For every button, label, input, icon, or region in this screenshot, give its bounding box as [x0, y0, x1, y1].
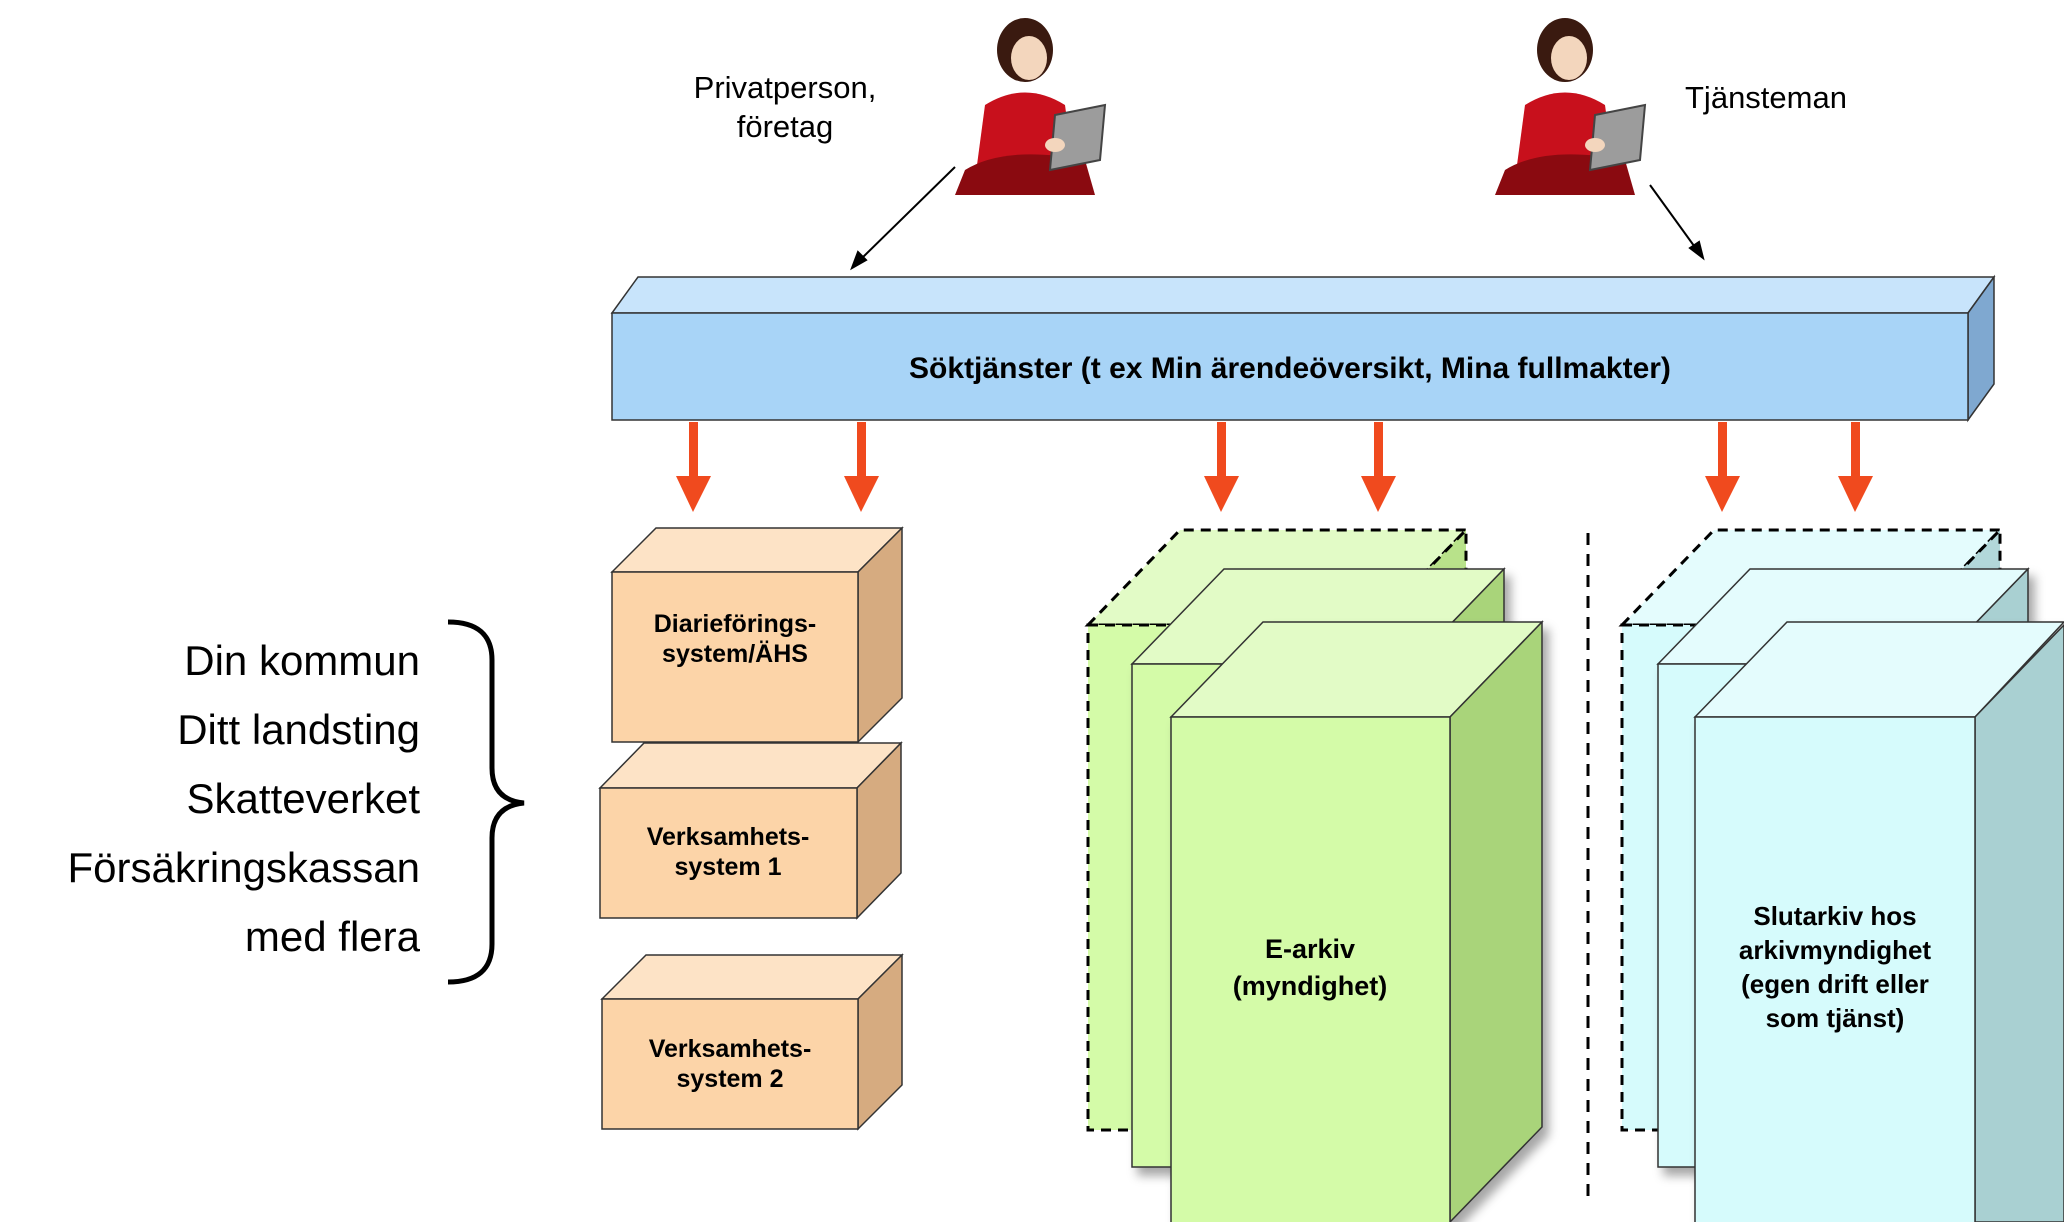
system-box-verksamhet-2: Verksamhets- system 2 [600, 953, 904, 1131]
system-box-diarieforing: Diarieförings- system/ÄHS [610, 526, 904, 744]
official-actor: Tjänsteman [1495, 18, 1847, 195]
final-archive-label-line-1: Slutarkiv hos [1753, 901, 1916, 931]
organizations-list: Din kommun Ditt landsting Skatteverket F… [68, 637, 421, 960]
system-box-verksamhet-1: Verksamhets- system 1 [598, 741, 903, 920]
arrow-down-icon [676, 422, 711, 512]
final-archive-label-line-2: arkivmyndighet [1739, 935, 1932, 965]
final-archive-stack: Slutarkiv hos arkivmyndighet (egen drift… [1618, 526, 2064, 1222]
system-box-label-line-1: Verksamhets- [649, 1035, 812, 1063]
system-box-label-line-2: system 1 [674, 853, 781, 881]
final-archive-label-line-3: (egen drift eller [1741, 969, 1929, 999]
organization-item: Ditt landsting [177, 706, 420, 753]
earchive-label-line-1: E-arkiv [1265, 934, 1355, 964]
private-person-label-line-2: företag [737, 109, 834, 144]
earchive-stack: E-arkiv (myndighet) [1084, 526, 1544, 1222]
person-at-laptop-icon [1495, 18, 1647, 195]
organization-item: Din kommun [184, 637, 420, 684]
organization-item: med flera [245, 913, 421, 960]
person-at-laptop-icon [955, 18, 1107, 195]
query-arrows [676, 422, 1873, 512]
arrow-down-icon [1838, 422, 1873, 512]
system-box-label-line-1: Diarieförings- [654, 610, 817, 638]
private-person-label-line-1: Privatperson, [694, 70, 877, 105]
official-label: Tjänsteman [1685, 80, 1847, 115]
search-services-bar: Söktjänster (t ex Min ärendeöversikt, Mi… [610, 274, 1996, 423]
arrow-down-icon [1204, 422, 1239, 512]
organization-item: Försäkringskassan [68, 844, 420, 891]
search-services-label: Söktjänster (t ex Min ärendeöversikt, Mi… [909, 352, 1671, 385]
private-person-actor: Privatperson, företag [694, 18, 1107, 195]
arrow-down-icon [844, 422, 879, 512]
earchive-label-line-2: (myndighet) [1233, 971, 1388, 1001]
earchive-front: E-arkiv (myndighet) [1169, 620, 1544, 1222]
final-archive-label-line-4: som tjänst) [1766, 1003, 1905, 1033]
system-box-label-line-2: system 2 [676, 1065, 783, 1093]
arrow-down-icon [1361, 422, 1396, 512]
final-archive-front: Slutarkiv hos arkivmyndighet (egen drift… [1693, 621, 2064, 1222]
system-box-label-line-2: system/ÄHS [662, 640, 808, 668]
curly-brace [447, 619, 525, 985]
system-box-label-line-1: Verksamhets- [647, 823, 810, 851]
actor-connectors [850, 166, 1705, 271]
organization-item: Skatteverket [187, 775, 421, 822]
arrow-down-icon [1705, 422, 1740, 512]
